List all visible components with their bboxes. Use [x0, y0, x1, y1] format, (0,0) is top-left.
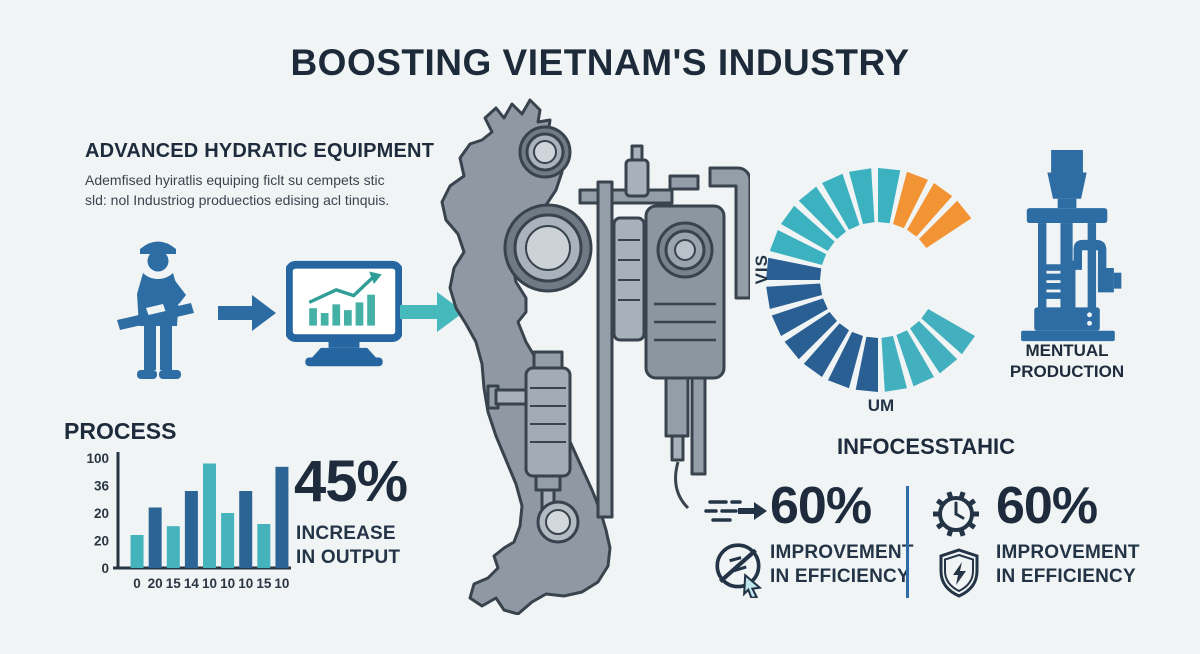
stats-divider [906, 486, 909, 598]
svg-text:15: 15 [166, 576, 182, 591]
output-stat-value: 45% [294, 449, 408, 514]
gauge-dial-icon [503, 125, 593, 293]
body-line-2: sld: nol Industriog produectios edising … [85, 192, 390, 208]
stat1-line2: IN EFFICIENCY [770, 566, 910, 587]
svg-text:100: 100 [86, 451, 109, 466]
page-title: BOOSTING VIETNAM'S INDUSTRY [290, 42, 910, 83]
gear-clock-icon [933, 491, 979, 537]
stat2-line2: IN EFFICIENCY [996, 566, 1136, 587]
vietnam-map-shape [440, 98, 612, 615]
svg-text:20: 20 [94, 534, 109, 549]
radial-chart-label-bottom: UM [867, 396, 895, 415]
body-line-1: Ademfised hyiratlis equiping ficlt su ce… [85, 172, 385, 188]
output-stat-label: INCREASE IN OUTPUT [296, 522, 400, 570]
monitor-chart-icon [286, 260, 402, 367]
efficiency-stat-2-label: IMPROVEMENT IN EFFICIENCY [996, 541, 1140, 589]
svg-text:15: 15 [256, 576, 272, 591]
worker-icon [117, 241, 194, 379]
vietnam-map-machinery-illustration [440, 98, 750, 615]
no-manual-cursor-icon [715, 543, 763, 598]
svg-text:36: 36 [94, 479, 110, 494]
svg-text:0: 0 [101, 561, 109, 576]
flow-arrow-teal-icon [400, 292, 464, 332]
flow-arrow-blue-icon [218, 295, 276, 331]
machine-label-line2: PRODUCTION [1009, 362, 1125, 381]
svg-text:0: 0 [133, 576, 141, 591]
stat1-line1: IMPROVEMENT [770, 542, 914, 563]
output-stat-line1: INCREASE [296, 523, 396, 544]
radial-burst-chart [766, 168, 975, 392]
efficiency-stat-1-value: 60% [770, 477, 872, 535]
radial-chart-label-left: VIS [752, 254, 771, 285]
section-body-text: Ademfised hyiratlis equiping ficlt su ce… [85, 170, 415, 210]
output-stat-line2: IN OUTPUT [296, 547, 401, 568]
hydraulic-press-icon [1021, 150, 1122, 342]
svg-text:10: 10 [220, 576, 235, 591]
svg-text:10: 10 [238, 576, 253, 591]
hydraulic-machinery-illustration [486, 144, 750, 544]
svg-text:20: 20 [94, 506, 109, 521]
machine-label: MENTUAL PRODUCTION [986, 340, 1148, 382]
section-heading-equipment: ADVANCED HYDRATIC EQUIPMENT [85, 140, 435, 162]
svg-text:20: 20 [148, 576, 163, 591]
efficiency-stat-2-value: 60% [996, 477, 1098, 535]
process-chart-title: PROCESS [64, 418, 177, 444]
speed-arrow-icon [704, 500, 767, 522]
stat2-line1: IMPROVEMENT [996, 542, 1140, 563]
svg-text:14: 14 [184, 576, 200, 591]
svg-text:10: 10 [202, 576, 217, 591]
efficiency-stat-1-label: IMPROVEMENT IN EFFICIENCY [770, 541, 914, 589]
shield-plus-icon [939, 548, 979, 598]
svg-text:10: 10 [274, 576, 289, 591]
machine-label-line1: MENTUAL [1025, 341, 1109, 360]
infographic-heading: INFOCESSTAHIC [836, 434, 1016, 459]
